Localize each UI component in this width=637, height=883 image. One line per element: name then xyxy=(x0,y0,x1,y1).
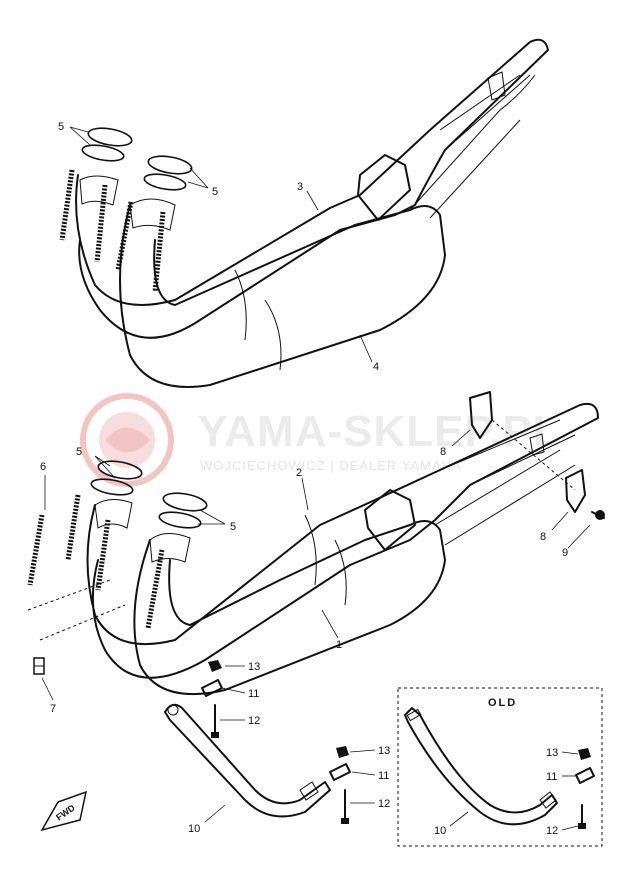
label-11-b: 11 xyxy=(378,770,389,782)
label-6: 6 xyxy=(40,461,46,473)
label-5-lower-right: 5 xyxy=(230,521,236,533)
muffler-4 xyxy=(119,204,446,388)
spring xyxy=(94,184,108,263)
fwd-arrow-icon xyxy=(40,790,88,832)
label-10: 10 xyxy=(188,823,200,835)
old-variant-box: OLD xyxy=(397,687,603,847)
bracket xyxy=(364,489,416,551)
label-7: 7 xyxy=(50,703,56,715)
collar-11 xyxy=(575,767,595,784)
gasket-ring xyxy=(162,492,208,512)
collar-11 xyxy=(201,679,223,697)
label-old-13: 13 xyxy=(546,747,558,759)
label-12-a: 12 xyxy=(248,715,260,727)
gasket-ring xyxy=(158,511,202,529)
spring xyxy=(65,494,81,561)
watermark-tagline: WOJCIECHOWICZ | DEALER YAMAHA xyxy=(200,458,462,473)
label-old-10: 10 xyxy=(434,825,446,837)
exhaust-pipe-2 xyxy=(86,402,599,679)
spring xyxy=(95,519,111,591)
label-8-bottom: 8 xyxy=(540,531,546,543)
label-9: 9 xyxy=(562,547,568,559)
gasket-ring xyxy=(81,144,125,162)
label-1: 1 xyxy=(336,639,342,651)
bracket xyxy=(357,154,411,221)
label-old-11: 11 xyxy=(546,771,557,783)
nut-13 xyxy=(578,748,591,760)
label-4: 4 xyxy=(373,361,379,373)
watermark-brand: YAMA-SKLEP.PL xyxy=(198,407,561,456)
gasket-ring xyxy=(147,155,193,175)
fwd-marker: FWD xyxy=(40,790,88,832)
label-5-upper-right: 5 xyxy=(212,186,218,198)
label-5-upper-left: 5 xyxy=(58,121,64,133)
old-box-title: OLD xyxy=(488,697,517,709)
old-box-frame xyxy=(397,687,603,847)
nut-13 xyxy=(336,746,349,758)
exhaust-pipe-3 xyxy=(75,38,549,339)
stay-10 xyxy=(164,703,331,818)
label-3: 3 xyxy=(297,181,303,193)
gasket-ring xyxy=(97,460,143,480)
old-stay-10 xyxy=(404,707,558,826)
label-13-a: 13 xyxy=(248,661,260,673)
stay-assembly xyxy=(164,660,376,824)
label-13-b: 13 xyxy=(378,745,390,757)
label-5-lower-left: 5 xyxy=(76,446,82,458)
upper-exhaust-assembly xyxy=(59,38,549,388)
clamp-8 xyxy=(565,469,586,513)
gasket-ring xyxy=(90,478,134,496)
gasket-ring xyxy=(87,127,133,147)
label-11-a: 11 xyxy=(248,688,259,700)
label-2: 2 xyxy=(296,467,302,479)
clamp-8 xyxy=(469,391,493,439)
spring xyxy=(59,169,75,241)
watermark: YAMA-SKLEP.PL WOJCIECHOWICZ | DEALER YAM… xyxy=(80,393,561,487)
gasket-ring xyxy=(143,173,187,191)
lower-exhaust-assembly xyxy=(27,391,605,701)
nut-13 xyxy=(208,660,222,672)
label-8-top: 8 xyxy=(440,446,446,458)
label-12-b: 12 xyxy=(378,798,390,810)
spring xyxy=(27,514,45,586)
spring xyxy=(145,549,165,629)
label-old-12: 12 xyxy=(546,825,558,837)
muffler-1 xyxy=(133,520,446,696)
collar-11 xyxy=(329,763,351,781)
